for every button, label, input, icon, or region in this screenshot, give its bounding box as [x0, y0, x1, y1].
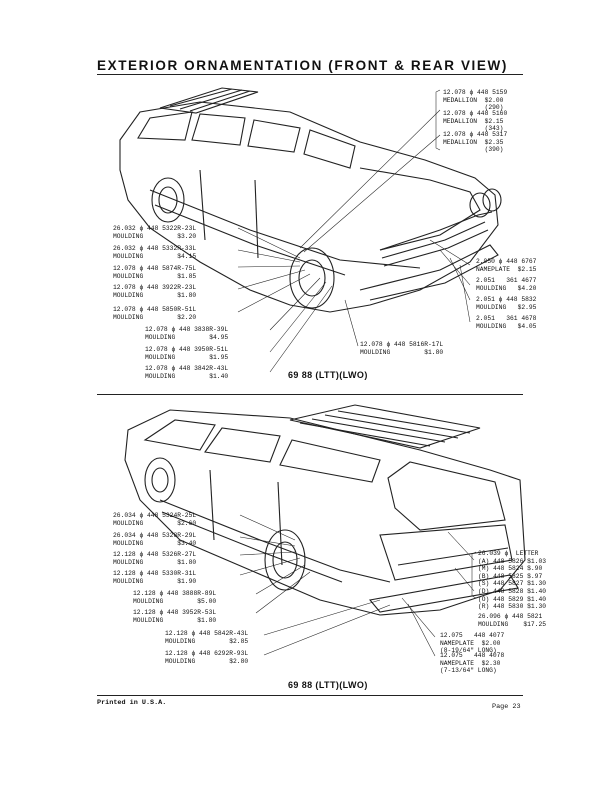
rear-label-moulding-5821: 26.096 ϕ 448 5821 MOULDING $17.25: [478, 613, 547, 628]
rear-label-nameplate-4078: 12.075 448 4078 NAMEPLATE $2.30 (7-13/64…: [440, 652, 505, 675]
rear-label-letters: 26.039 ϕ LETTER (A) 448 5826 $1.03 (M) 4…: [478, 550, 547, 611]
front-label-medallion-5317: 12.078 ϕ 448 5317 MEDALLION $2.35 (390): [443, 131, 508, 154]
front-label-moulding-3842: 12.078 ϕ 448 3842R-43L MOULDING $1.40: [145, 365, 229, 380]
rear-label-moulding-5842: 12.128 ϕ 448 5842R-43L MOULDING $2.85: [165, 630, 249, 645]
front-label-moulding-5850: 12.078 ϕ 448 5850R-51L MOULDING $2.20: [113, 306, 197, 321]
front-label-moulding-5332: 26.032 ϕ 448 5332R-33L MOULDING $4.15: [113, 245, 197, 260]
footer-rule: [97, 695, 523, 696]
rear-label-moulding-5328: 26.034 ϕ 448 5328R-29L MOULDING $3.40: [113, 532, 197, 547]
front-label-moulding-3950: 12.078 ϕ 448 3950R-51L MOULDING $1.95: [145, 346, 229, 361]
front-label-moulding-4677: 2.051 361 4677 MOULDING $4.20: [476, 277, 537, 292]
title-rule: [97, 74, 523, 75]
rear-label-moulding-3888: 12.128 ϕ 448 3888R-89L MOULDING $5.00: [133, 590, 217, 605]
front-label-moulding-3838: 12.078 ϕ 448 3838R-39L MOULDING $4.95: [145, 326, 229, 341]
page-title: EXTERIOR ORNAMENTATION (FRONT & REAR VIE…: [97, 58, 508, 73]
section-divider: [97, 394, 523, 395]
rear-caption: 69 88 (LTT)(LWO): [288, 680, 368, 690]
footer-printed: Printed in U.S.A.: [97, 699, 167, 707]
front-caption: 69 88 (LTT)(LWO): [288, 370, 368, 380]
rear-label-moulding-5326: 12.128 ϕ 448 5326R-27L MOULDING $1.80: [113, 551, 197, 566]
rear-label-moulding-5330: 12.128 ϕ 448 5330R-31L MOULDING $1.90: [113, 570, 197, 585]
front-label-medallion-5160: 12.078 ϕ 448 5160 MEDALLION $2.15 (343): [443, 110, 508, 133]
rear-label-nameplate-4077: 12.075 448 4077 NAMEPLATE $2.00 (8-19/64…: [440, 632, 505, 655]
front-label-moulding-5322: 26.032 ϕ 448 5322R-23L MOULDING $3.20: [113, 225, 197, 240]
front-label-moulding-5832: 2.051 ϕ 448 5832 MOULDING $2.95: [476, 296, 537, 311]
footer-page-number: Page 23: [492, 703, 521, 711]
front-label-nameplate-6767: 2.050 ϕ 448 6767 NAMEPLATE $2.15: [476, 258, 537, 273]
rear-label-moulding-6292: 12.128 ϕ 448 6292R-93L MOULDING $2.80: [165, 650, 249, 665]
rear-label-moulding-5324: 26.034 ϕ 448 5324R-25L MOULDING $2.60: [113, 512, 197, 527]
rear-label-moulding-3952: 12.128 ϕ 448 3952R-53L MOULDING $1.80: [133, 609, 217, 624]
front-label-moulding-4678: 2.051 361 4678 MOULDING $4.05: [476, 315, 537, 330]
front-label-moulding-3922: 12.078 ϕ 448 3922R-23L MOULDING $1.80: [113, 284, 197, 299]
front-label-moulding-5874: 12.078 ϕ 448 5874R-75L MOULDING $1.85: [113, 265, 197, 280]
front-label-moulding-5816: 12.078 ϕ 448 5816R-17L MOULDING $1.80: [360, 341, 444, 356]
front-label-medallion-5159: 12.078 ϕ 448 5159 MEDALLION $2.00 (290): [443, 89, 508, 112]
